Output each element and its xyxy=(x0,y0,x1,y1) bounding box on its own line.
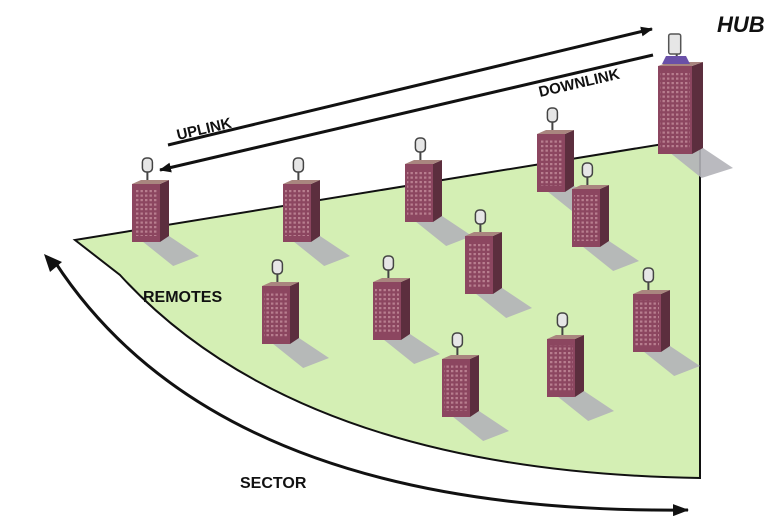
sector-arc-arrow xyxy=(53,261,689,517)
remote-building-3-shadow xyxy=(416,216,472,246)
remote-building-2-windows xyxy=(285,190,309,236)
remote-building-7-roof xyxy=(262,282,299,286)
remote-building-3-side xyxy=(433,160,442,222)
remote-building-3-antenna-dish xyxy=(414,137,427,153)
remote-building-5-windows xyxy=(574,195,598,241)
remote-building-5-antenna-dish xyxy=(581,162,594,178)
remote-building-5-side xyxy=(600,185,609,247)
remote-building-1-antenna-dish xyxy=(141,157,154,173)
remote-building-1-windows xyxy=(134,190,158,236)
remote-building-11 xyxy=(442,332,509,441)
remote-building-2-side xyxy=(311,180,320,242)
remote-building-3-roof xyxy=(405,160,442,164)
remote-building-10-side xyxy=(575,335,584,397)
remote-building-1-roof xyxy=(132,180,169,184)
remote-building-10-shadow xyxy=(558,391,614,421)
uplink-label: UPLINK xyxy=(175,115,233,144)
remote-building-2-roof xyxy=(283,180,320,184)
remote-building-6 xyxy=(465,209,532,318)
remote-building-10 xyxy=(547,312,614,421)
hub-building-side xyxy=(692,62,703,154)
remote-building-11-side xyxy=(470,355,479,417)
remote-building-7-side xyxy=(290,282,299,344)
remote-building-7-windows xyxy=(264,292,288,338)
remote-building-4 xyxy=(537,107,604,216)
remote-building-4-antenna-dish xyxy=(546,107,559,123)
remote-building-6-windows xyxy=(467,242,491,288)
remote-building-9-shadow xyxy=(644,346,700,376)
remote-building-2-shadow xyxy=(294,236,350,266)
downlink-arrow xyxy=(159,53,654,173)
remote-building-11-antenna-dish xyxy=(451,332,464,348)
remote-building-1-side xyxy=(160,180,169,242)
remote-building-6-shadow xyxy=(476,288,532,318)
hub-building-antenna-cap xyxy=(662,56,690,64)
remote-building-6-roof xyxy=(465,232,502,236)
remote-building-1 xyxy=(132,157,199,266)
remote-building-4-windows xyxy=(539,140,563,186)
hub-building-windows xyxy=(660,72,690,148)
remotes-label: REMOTES xyxy=(143,289,222,306)
remote-building-9-antenna-dish xyxy=(642,267,655,283)
remote-building-4-side xyxy=(565,130,574,192)
remote-building-8-antenna-dish xyxy=(382,255,395,271)
remote-building-5-shadow xyxy=(583,241,639,271)
remote-building-11-windows xyxy=(444,365,468,411)
hub-label: HUB xyxy=(717,12,765,37)
remote-building-11-roof xyxy=(442,355,479,359)
sector-arc-arrowhead-start xyxy=(44,254,62,272)
remote-building-7-shadow xyxy=(273,338,329,368)
hub-building-antenna-panel xyxy=(667,33,682,55)
remote-building-3-windows xyxy=(407,170,431,216)
remote-building-1-shadow xyxy=(143,236,199,266)
remote-building-10-roof xyxy=(547,335,584,339)
remote-building-9-roof xyxy=(633,290,670,294)
hub-building-shadow xyxy=(671,148,733,178)
remote-building-8-side xyxy=(401,278,410,340)
hub-building xyxy=(658,33,733,178)
remote-building-5 xyxy=(572,162,639,271)
remote-building-3 xyxy=(405,137,472,246)
uplink-arrow xyxy=(167,26,653,147)
remote-building-10-antenna-dish xyxy=(556,312,569,328)
remote-building-5-roof xyxy=(572,185,609,189)
remote-building-9-side xyxy=(661,290,670,352)
buildings-layer xyxy=(132,33,733,441)
remote-building-7 xyxy=(262,259,329,368)
remote-building-2-antenna-dish xyxy=(292,157,305,173)
remote-building-6-antenna-dish xyxy=(474,209,487,225)
remote-building-10-windows xyxy=(549,345,573,391)
remote-building-11-shadow xyxy=(453,411,509,441)
remote-building-8 xyxy=(373,255,440,364)
remote-building-9-windows xyxy=(635,300,659,346)
remote-building-6-side xyxy=(493,232,502,294)
sector-label: SECTOR xyxy=(240,475,307,492)
remote-building-2 xyxy=(283,157,350,266)
remote-building-7-antenna-dish xyxy=(271,259,284,275)
remote-building-8-shadow xyxy=(384,334,440,364)
remote-building-4-roof xyxy=(537,130,574,134)
remote-building-8-roof xyxy=(373,278,410,282)
remote-building-8-windows xyxy=(375,288,399,334)
remote-building-9 xyxy=(633,267,700,376)
